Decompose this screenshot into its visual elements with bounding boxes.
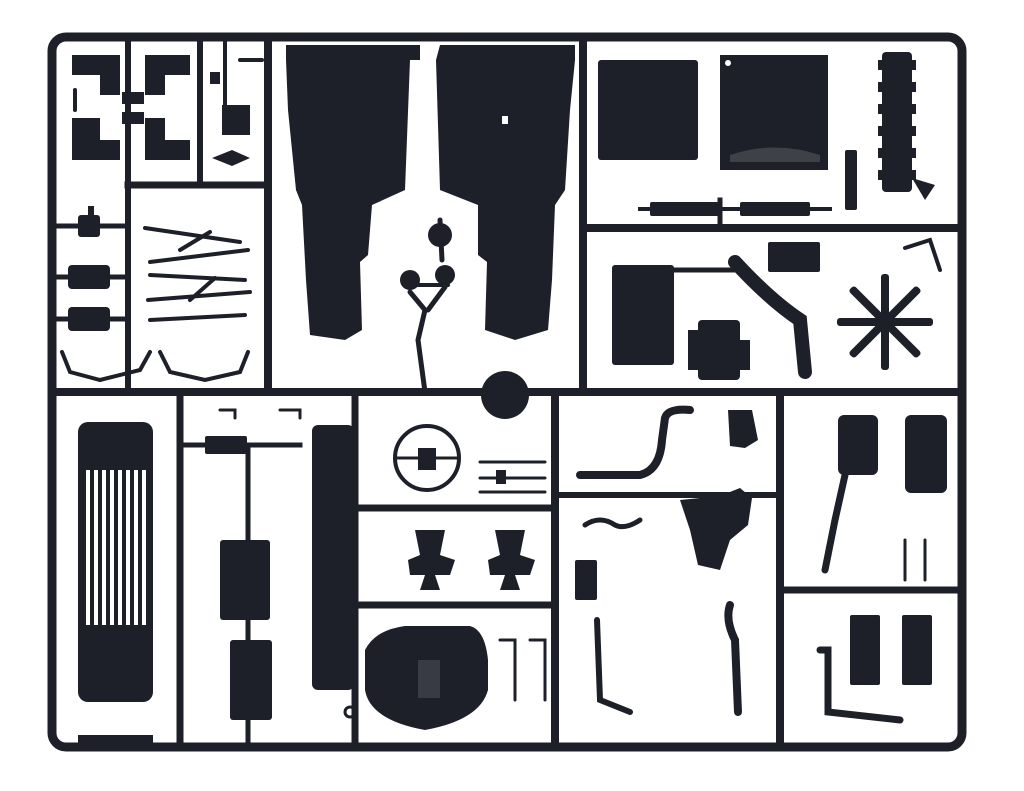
cylinder-bank xyxy=(878,52,935,200)
fuel-tank-parts xyxy=(816,415,947,724)
steering-wheel-part xyxy=(393,424,461,492)
fan-part xyxy=(837,274,933,370)
chassis-halves xyxy=(286,45,575,395)
round-hub xyxy=(481,371,529,419)
seat-part xyxy=(343,626,488,730)
gearbox-parts xyxy=(408,530,535,590)
top-left-parts xyxy=(72,38,264,166)
top-right-parts xyxy=(598,52,935,231)
small-lever-parts xyxy=(478,460,547,494)
grille-part xyxy=(78,422,153,747)
left-mid-parts xyxy=(53,206,252,383)
bracket-parts xyxy=(498,638,547,702)
runner-frame xyxy=(47,32,967,752)
pipe-parts xyxy=(575,405,758,716)
right-mid-parts xyxy=(612,237,942,380)
column-parts xyxy=(177,408,354,750)
